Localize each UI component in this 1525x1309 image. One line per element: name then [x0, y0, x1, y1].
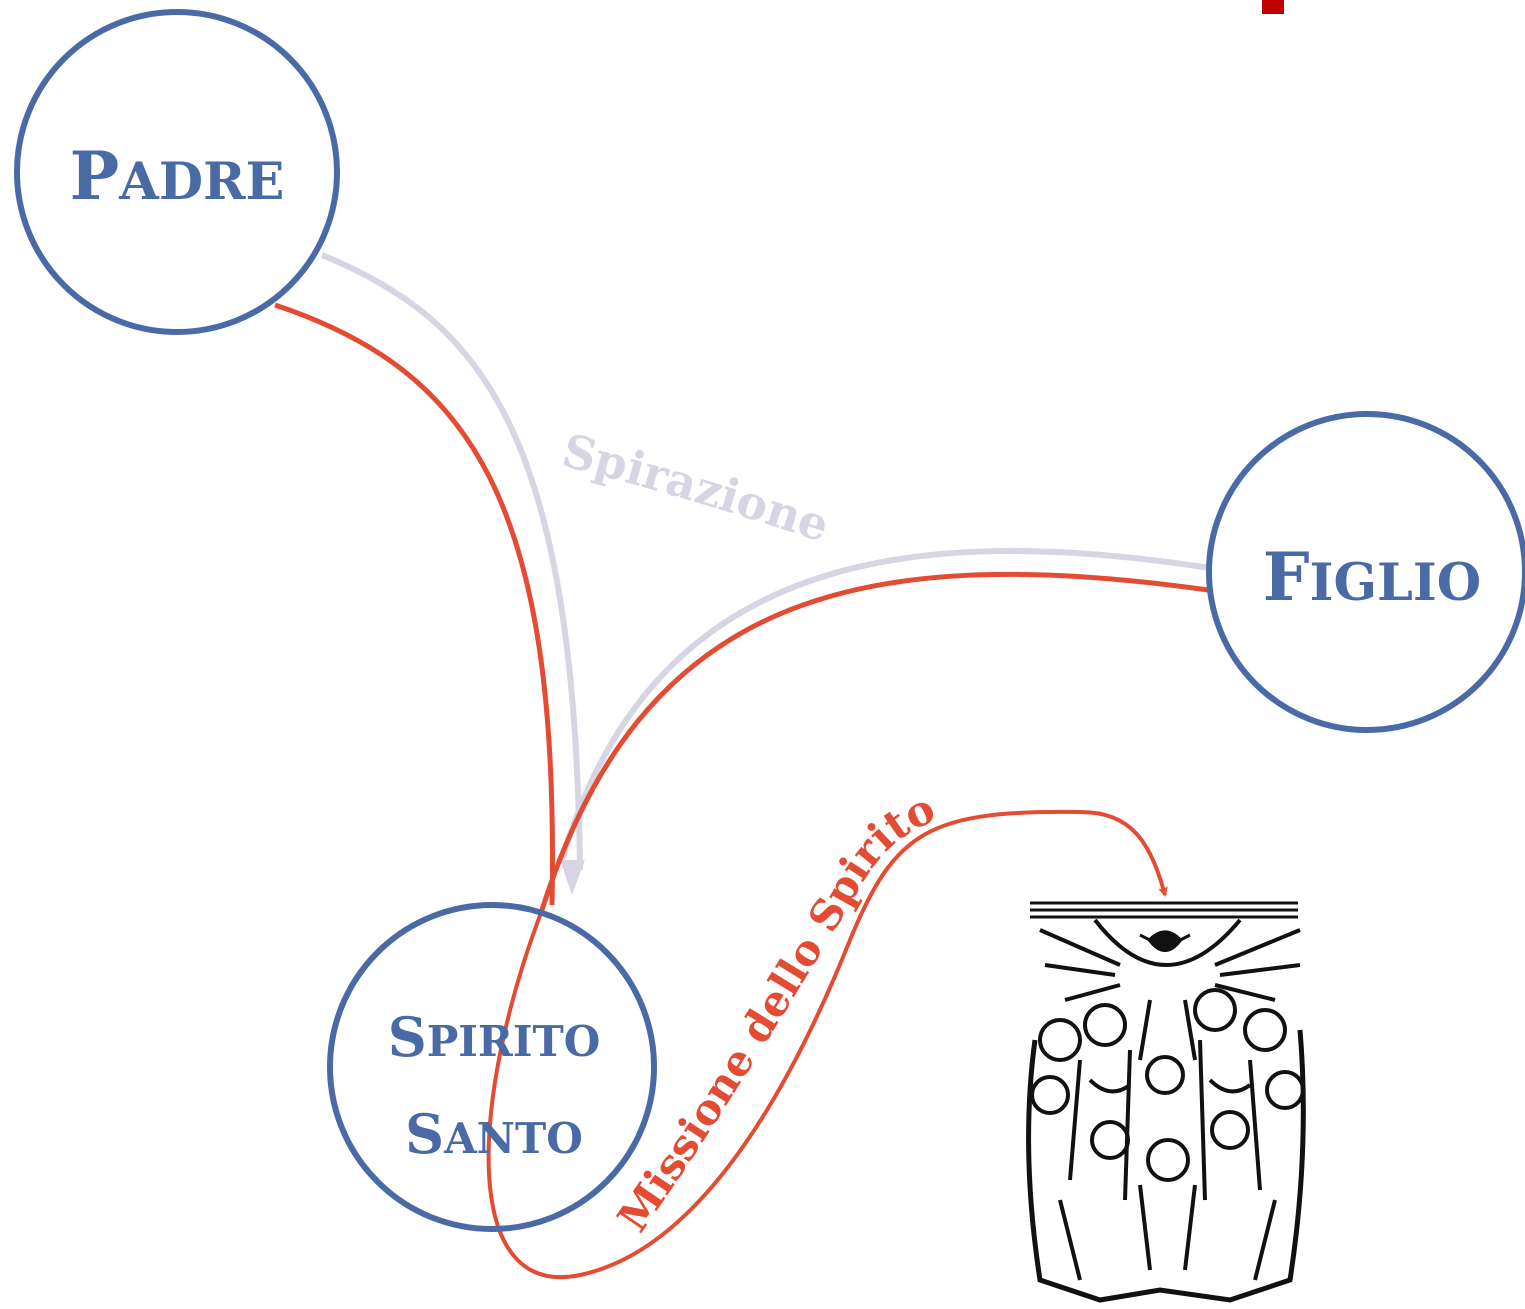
cropped-red-glyph [1262, 0, 1284, 14]
figlio-circle [1206, 411, 1525, 733]
spirazione-curve-from-figlio [559, 547, 1211, 861]
node-padre: PADRE [14, 9, 340, 335]
spirazione-label: Spirazione [557, 423, 836, 552]
padre-circle [14, 9, 340, 335]
santo-label-line2: SANTO [405, 1102, 583, 1166]
figlio-label: FIGLIO [1263, 538, 1481, 616]
spirazione-arrowhead [560, 860, 585, 895]
missione-curve [486, 809, 1168, 1280]
node-figlio: FIGLIO [1206, 411, 1525, 733]
spirazione-curve-from-padre [320, 252, 583, 871]
spirito-label-line1: SPIRITO [388, 1005, 601, 1069]
pentecost-illustration-icon [1026, 901, 1306, 1303]
procession-curve-from-figlio [539, 571, 1209, 911]
procession-curve-from-padre [274, 302, 555, 906]
padre-label: PADRE [70, 137, 285, 215]
node-spirito-santo: SPIRITO SANTO [327, 902, 657, 1232]
missione-label: Missione dello Spirito [608, 783, 942, 1240]
spirito-santo-circle [327, 902, 657, 1232]
